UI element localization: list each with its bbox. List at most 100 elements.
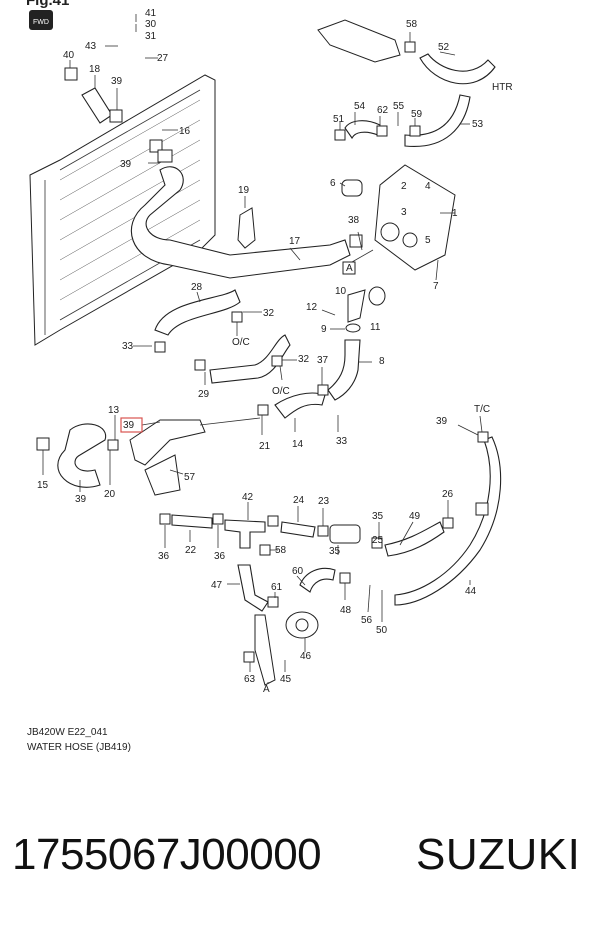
- callout-23: 23: [318, 496, 330, 507]
- callout-20: 20: [104, 489, 116, 500]
- gasket-6: [341, 179, 363, 197]
- callout-57: 57: [184, 472, 196, 483]
- callout-37: 37: [317, 355, 329, 366]
- callout-31: 31: [145, 31, 157, 42]
- callout-17: 17: [289, 236, 301, 247]
- pipe-14: [129, 419, 206, 466]
- callout-39: 39: [111, 76, 123, 87]
- heater-pipe: [317, 19, 401, 63]
- callout-16: 16: [179, 126, 191, 137]
- brand-name: SUZUKI: [416, 830, 581, 879]
- hose-20: [57, 423, 107, 488]
- callout-19: 19: [238, 185, 250, 196]
- callout-26: 26: [442, 489, 454, 500]
- callout-41: 41: [145, 8, 157, 19]
- hose-22: [171, 514, 213, 529]
- callout-58: 58: [406, 19, 418, 30]
- callout-29: 29: [198, 389, 210, 400]
- callout-32: 32: [298, 354, 310, 365]
- callout-45: 45: [280, 674, 292, 685]
- callout-60: 60: [292, 566, 304, 577]
- callout-48: 48: [340, 605, 352, 616]
- fwd-badge: FWD: [29, 10, 53, 30]
- callout-50: 50: [376, 625, 388, 636]
- callout-33: 33: [122, 341, 134, 352]
- callout-18: 18: [89, 64, 101, 75]
- fwd-badge-text: FWD: [33, 19, 49, 26]
- callout-56: 56: [361, 615, 373, 626]
- callout-35: 35: [372, 511, 384, 522]
- callout-46: 46: [300, 651, 312, 662]
- hose-52: [419, 53, 496, 85]
- callout-53: 53: [472, 119, 484, 130]
- callout-49: 49: [409, 511, 421, 522]
- bracket-19: [237, 207, 256, 249]
- callout-38: 38: [348, 215, 360, 226]
- callout-1: 1: [452, 208, 458, 219]
- highlight-box-14: [120, 417, 143, 433]
- diagram-drawing: FWD: [29, 8, 513, 695]
- callout-40: 40: [63, 50, 75, 61]
- callout-59: 59: [411, 109, 423, 120]
- callout-8: 8: [379, 356, 385, 367]
- callout-ref-a: A: [263, 684, 270, 695]
- callout-11: 11: [370, 322, 381, 333]
- radiator: [29, 74, 216, 346]
- callout-43: 43: [85, 41, 97, 52]
- hose-24: [224, 519, 266, 549]
- callout-ref-a: A: [346, 263, 353, 274]
- callout-15: 15: [37, 480, 49, 491]
- bracket-15: [144, 454, 181, 496]
- hose-53: [404, 94, 471, 148]
- callout-6: 6: [330, 178, 336, 189]
- callout-33: 33: [336, 436, 348, 447]
- callout-27: 27: [157, 53, 169, 64]
- outlet-10: [347, 289, 366, 323]
- callout-52: 52: [438, 42, 450, 53]
- hose-61: [299, 567, 336, 593]
- callout-39: 39: [123, 420, 135, 431]
- diagram-caption: WATER HOSE (JB419): [27, 742, 131, 753]
- callout-39: 39: [436, 416, 448, 427]
- callout-14: 14: [292, 439, 304, 450]
- diagram-code: JB420W E22_041: [27, 727, 108, 738]
- callout-58: 58: [275, 545, 287, 556]
- part-number: 1755067J00000: [12, 830, 322, 879]
- callout-4: 4: [425, 181, 431, 192]
- callout-10: 10: [335, 286, 347, 297]
- callout-5: 5: [425, 235, 431, 246]
- callout-47: 47: [211, 580, 223, 591]
- callout-36: 36: [158, 551, 170, 562]
- hose-17: [130, 166, 351, 279]
- callout-25: 25: [372, 535, 384, 546]
- hose-29: [209, 334, 291, 384]
- hose-50: [394, 436, 502, 606]
- callout-63: 63: [244, 674, 256, 685]
- callout-39: 39: [120, 159, 132, 170]
- hose-18: [81, 87, 113, 124]
- hose-25: [384, 521, 445, 557]
- callout-61: 61: [271, 582, 283, 593]
- callout-12: 12: [306, 302, 318, 313]
- callout-42: 42: [242, 492, 254, 503]
- callout-54: 54: [354, 101, 366, 112]
- hose-8: [327, 339, 361, 401]
- hose-21: [274, 392, 326, 419]
- callout-22: 22: [185, 545, 197, 556]
- callout-24: 24: [293, 495, 305, 506]
- hose-28: [154, 289, 241, 336]
- callout-t-c: T/C: [474, 404, 490, 415]
- joint-49: [329, 524, 361, 544]
- o-ring-9: [345, 323, 361, 333]
- callout-htr: HTR: [492, 82, 513, 93]
- callout-51: 51: [333, 114, 345, 125]
- callout-36: 36: [214, 551, 226, 562]
- hose-54: [344, 120, 381, 140]
- callout-o-c: O/C: [232, 337, 250, 348]
- callout-62: 62: [377, 105, 389, 116]
- callout-28: 28: [191, 282, 203, 293]
- callout-o-c: O/C: [272, 386, 290, 397]
- callout-7: 7: [433, 281, 439, 292]
- callout-44: 44: [465, 586, 477, 597]
